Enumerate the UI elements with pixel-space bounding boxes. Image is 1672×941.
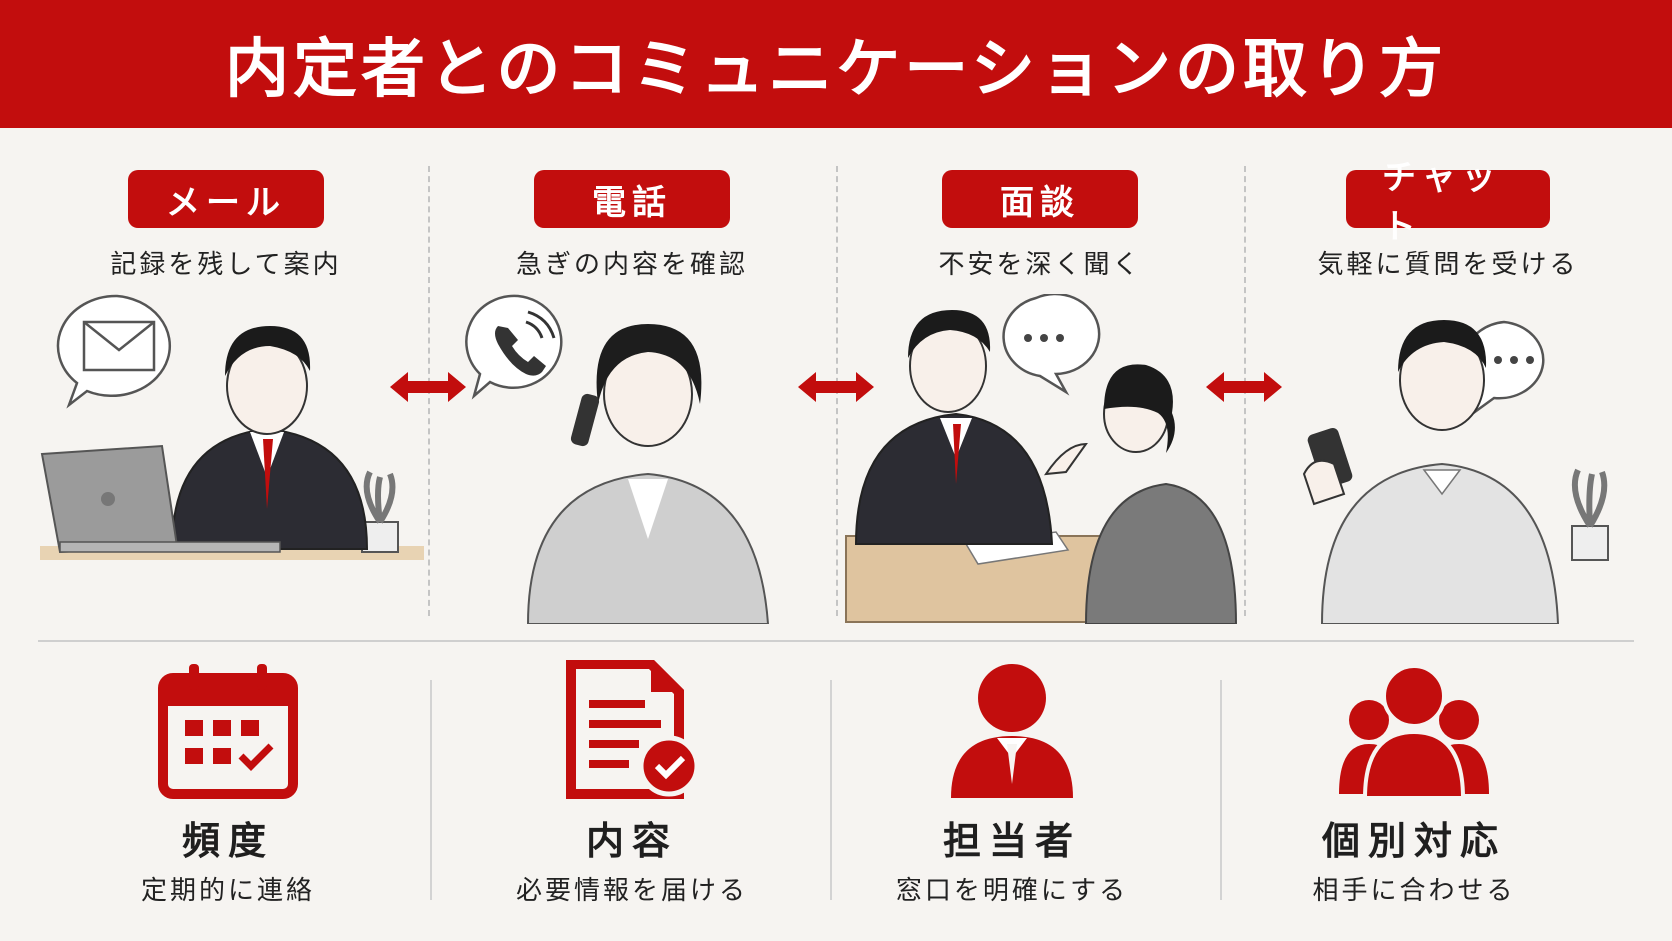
point-desc-individual: 相手に合わせる [1312, 876, 1516, 906]
method-mail: メール 記録を残して案内 [22, 166, 430, 626]
point-frequency: 頻度 定期的に連絡 [28, 660, 428, 910]
divider-solid-1 [430, 680, 432, 900]
divider-solid-3 [1220, 680, 1222, 900]
group-icon [1339, 664, 1489, 800]
method-label-phone: 電話 [534, 170, 730, 228]
point-desc-frequency: 定期的に連絡 [140, 876, 315, 906]
method-phone: 電話 急ぎの内容を確認 [428, 166, 836, 626]
method-desc-mail: 記録を残して案内 [110, 250, 342, 280]
double-arrow-icon [1206, 372, 1282, 402]
document-check-icon [566, 660, 700, 799]
point-content: 内容 必要情報を届ける [432, 660, 832, 910]
point-title-individual: 個別対応 [1321, 819, 1506, 863]
chat-bubble-icon [1002, 294, 1101, 396]
point-person: 担当者 窓口を明確にする [812, 660, 1212, 910]
mail-illustration [40, 294, 424, 560]
divider-solid-2 [830, 680, 832, 900]
point-title-content: 内容 [585, 819, 678, 863]
double-arrow-icon [798, 372, 874, 402]
point-desc-person: 窓口を明確にする [895, 876, 1129, 906]
meeting-illustration [845, 294, 1238, 624]
method-label-mail: メール [128, 170, 324, 228]
phone-icon [465, 294, 563, 400]
method-label-chat: チャット [1346, 158, 1550, 247]
method-meeting: 面談 不安を深く聞く [836, 166, 1244, 626]
point-individual: 個別対応 相手に合わせる [1214, 660, 1614, 910]
person-icon [951, 664, 1073, 798]
header-banner: 内定者とのコミュニケーションの取り方 [0, 0, 1672, 128]
method-desc-chat: 気軽に質問を受ける [1317, 250, 1579, 280]
calendar-check-icon [158, 664, 298, 799]
page-title: 内定者とのコミュニケーションの取り方 [224, 32, 1448, 107]
method-label-meeting: 面談 [942, 170, 1138, 228]
chat-illustration [1302, 320, 1609, 624]
section-divider [38, 640, 1634, 642]
double-arrow-icon [390, 372, 466, 402]
point-title-person: 担当者 [942, 819, 1081, 863]
point-desc-content: 必要情報を届ける [515, 876, 748, 906]
mail-icon [56, 294, 171, 409]
point-title-frequency: 頻度 [181, 819, 274, 863]
method-chat: チャット 気軽に質問を受ける [1244, 158, 1652, 626]
phone-illustration [465, 294, 770, 624]
method-desc-meeting: 不安を深く聞く [938, 250, 1142, 280]
method-desc-phone: 急ぎの内容を確認 [515, 250, 748, 280]
